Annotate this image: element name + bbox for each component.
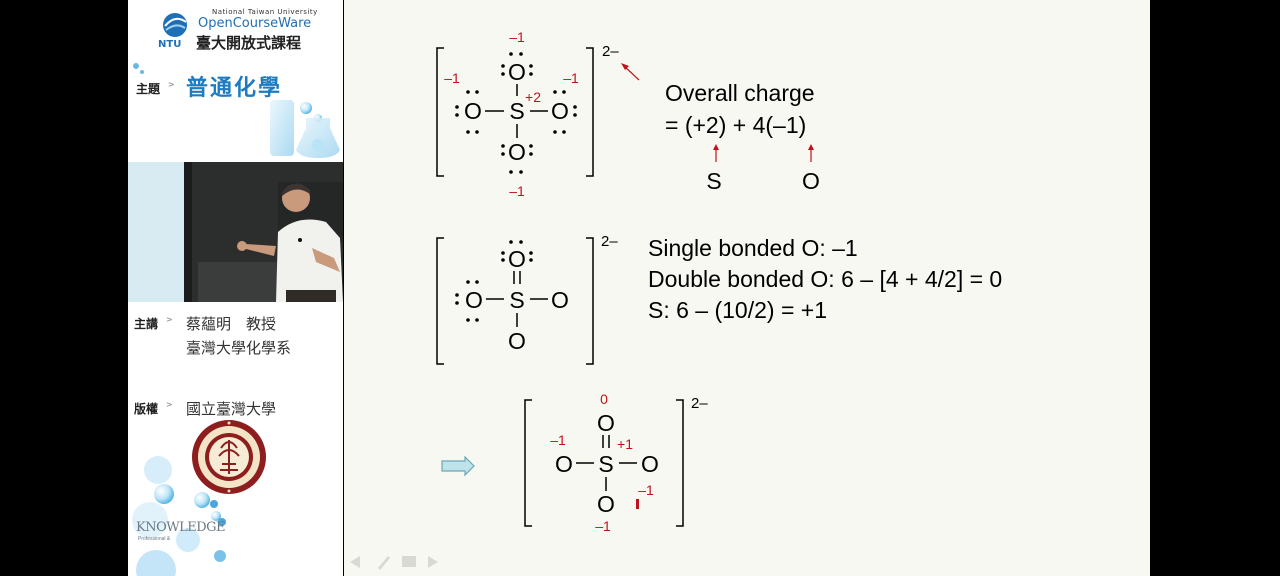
chevron-right-icon: > (168, 80, 175, 89)
calc-sulfur: S: 6 – (10/2) = +1 (648, 297, 827, 323)
overall-charge-equation: = (+2) + 4(–1) (665, 112, 806, 138)
structure-2: 2– S O O O O (436, 233, 618, 365)
slide-nav-toolbar[interactable] (350, 556, 438, 570)
previous-slide-icon[interactable] (350, 556, 360, 568)
next-slide-icon[interactable] (428, 556, 438, 568)
knowledge-wordmark: KNOWLEDGE (136, 520, 226, 535)
atom-o-bottom: O (508, 328, 526, 354)
atom-o-right: O (551, 287, 569, 313)
atom-s: S (509, 287, 524, 313)
atom-o-right: O (641, 451, 659, 477)
label-o: O (802, 168, 820, 194)
bracket-right (586, 47, 594, 177)
atom-o-top: O (597, 410, 615, 436)
copyright-holder: 國立臺灣大學 (186, 400, 277, 418)
university-name: National Taiwan University (212, 8, 318, 16)
atom-o-left: O (465, 287, 483, 313)
knowledge-subtitle: Professional & (138, 536, 171, 542)
lecturer-video (128, 162, 343, 302)
structure-1: 2– S O O O O – (436, 29, 640, 199)
slide-canvas: 2– S O O O O – (350, 29, 1002, 570)
formal-charge-o-left: –1 (444, 70, 460, 86)
lone-pairs-1 (455, 52, 577, 174)
formal-charge-o-left: –1 (550, 432, 566, 448)
topic-value: 普通化學 (186, 75, 283, 101)
lecturer-video-frame (128, 162, 343, 302)
bracket-right (586, 237, 594, 365)
ocw-chinese-title: 臺大開放式課程 (196, 34, 302, 52)
formal-charge-o-bottom: –1 (509, 183, 525, 199)
bracket-left (524, 399, 532, 527)
calc-double-bonded: Double bonded O: 6 – [4 + 4/2] = 0 (648, 266, 1002, 292)
overall-charge-block: Overall charge = (+2) + 4(–1) S O (665, 80, 820, 194)
atom-s: S (598, 451, 613, 477)
arrow-head-icon (621, 63, 629, 70)
topic-label: 主題 (136, 82, 161, 96)
atom-o-top: O (508, 59, 526, 85)
lecturer-department: 臺灣大學化學系 (186, 339, 292, 357)
ocw-logo: NTU National Taiwan University OpenCours… (156, 6, 343, 52)
decorative-bubbles (132, 63, 340, 576)
formal-charge-o-right: –1 (638, 482, 654, 498)
formal-charge-s: +1 (617, 436, 633, 452)
chevron-right-icon: > (166, 315, 173, 324)
chevron-right-icon: > (166, 400, 173, 409)
atom-s: S (509, 98, 524, 124)
formal-charge-o-bottom: –1 (595, 518, 611, 534)
ntu-globe-icon: NTU (158, 13, 187, 48)
lecturer-label: 主講 (134, 317, 159, 331)
course-sidebar: NTU National Taiwan University OpenCours… (128, 0, 343, 576)
pen-icon[interactable] (378, 556, 390, 570)
calc-single-bonded: Single bonded O: –1 (648, 235, 858, 261)
formal-charge-s: +2 (525, 89, 541, 105)
atom-o-right: O (551, 98, 569, 124)
label-s: S (706, 168, 721, 194)
red-marker (636, 499, 639, 509)
ntu-abbr: NTU (158, 39, 181, 48)
ocw-title: OpenCourseWare (198, 16, 312, 31)
formal-charge-o-top: 0 (600, 391, 608, 407)
ion-charge: 2– (602, 43, 619, 60)
atom-o-bottom: O (597, 491, 615, 517)
atom-o-left: O (555, 451, 573, 477)
copyright-label: 版權 (134, 402, 159, 416)
formal-charge-o-top: –1 (509, 29, 525, 45)
formal-charge-calculation: Single bonded O: –1 Double bonded O: 6 –… (648, 235, 1002, 323)
bracket-left (436, 47, 444, 177)
arrow-head-icon (808, 144, 814, 150)
lone-pairs-2 (455, 240, 533, 322)
atom-o-left: O (464, 98, 482, 124)
arrow-head-icon (713, 144, 719, 150)
ntu-seal-icon (192, 420, 266, 494)
lecturer-name: 蔡蘊明 教授 (186, 315, 277, 333)
structure-3: 2– S O O O O 0 –1 +1 –1 –1 (524, 391, 708, 534)
atom-o-bottom: O (508, 139, 526, 165)
bracket-right (676, 399, 684, 527)
ion-charge: 2– (691, 395, 708, 412)
bracket-left (436, 237, 444, 365)
ion-charge: 2– (601, 233, 618, 250)
right-arrow-icon (441, 455, 475, 477)
menu-icon[interactable] (402, 556, 416, 567)
atom-o-top: O (508, 246, 526, 272)
lecture-slide: 2– S O O O O – (344, 0, 1150, 576)
formal-charge-o-right: –1 (563, 70, 579, 86)
overall-charge-title: Overall charge (665, 80, 815, 106)
